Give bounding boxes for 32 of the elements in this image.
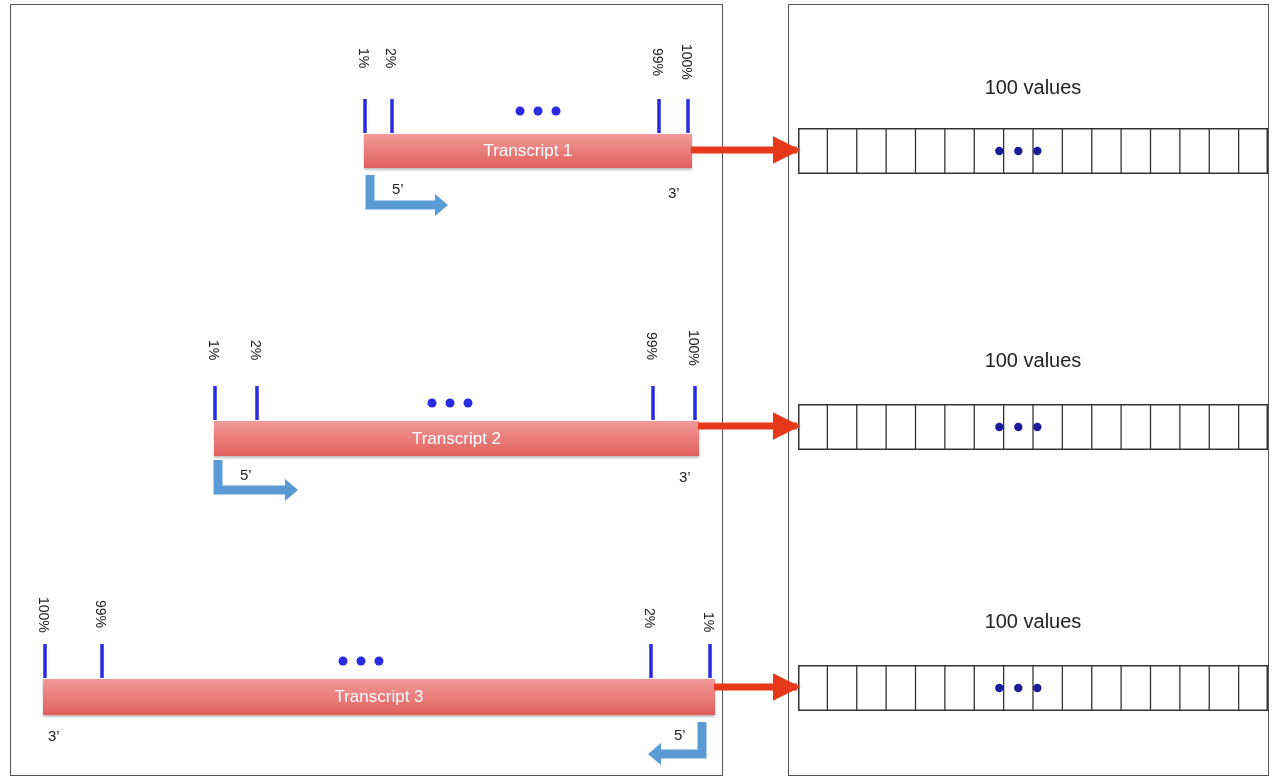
- tick-label: 1%: [206, 340, 222, 361]
- strand-end-label: 3’: [48, 727, 60, 744]
- tick-label: 1%: [701, 612, 717, 633]
- tick-label: 99%: [93, 600, 109, 629]
- array-heading: 100 values: [984, 610, 1082, 633]
- tick-label: 100%: [679, 44, 695, 80]
- tick-label: 100%: [686, 330, 702, 366]
- tick-label: 100%: [36, 597, 52, 633]
- strand-end-label: 3’: [668, 184, 680, 201]
- strand-end-label: 3’: [679, 468, 691, 485]
- panel-frame: [10, 4, 723, 776]
- tick-label: 99%: [650, 48, 666, 77]
- tick-label: 2%: [642, 608, 658, 629]
- transcript-bar: [43, 679, 715, 715]
- arrow: [698, 412, 801, 440]
- tick-label: 1%: [356, 48, 372, 69]
- transcript-bar: [364, 134, 692, 168]
- strand-end-label: 5’: [392, 180, 404, 197]
- arrow: [714, 673, 801, 701]
- transcript-name: Transcript 1: [483, 141, 573, 161]
- arrow: [691, 136, 801, 164]
- transcript-bar: [214, 421, 699, 456]
- transcript-name: Transcript 3: [334, 687, 424, 707]
- panel-frame: [788, 4, 1269, 776]
- strand-end-label: 5’: [674, 726, 686, 743]
- tick-label: 2%: [383, 48, 399, 69]
- array-heading: 100 values: [984, 76, 1082, 99]
- transcript-name: Transcript 2: [411, 428, 502, 449]
- tick-label: 2%: [248, 340, 264, 361]
- strand-end-label: 5’: [240, 466, 252, 483]
- array-heading: 100 values: [984, 349, 1082, 372]
- tick-label: 99%: [644, 332, 660, 361]
